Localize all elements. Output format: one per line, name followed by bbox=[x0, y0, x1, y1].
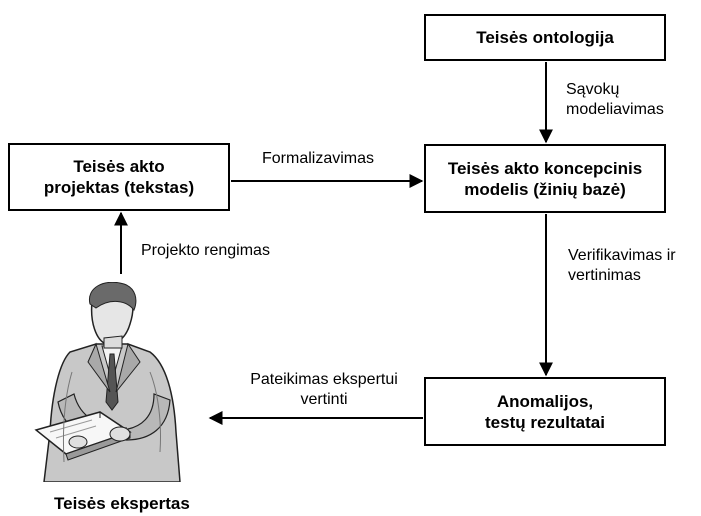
concept-modeling-label: Sąvokų modeliavimas bbox=[566, 80, 664, 120]
concept-modeling-line1: Sąvokų bbox=[566, 81, 620, 98]
submission-line1: Pateikimas ekspertui bbox=[250, 371, 398, 388]
model-box: Teisės akto koncepcinis modelis (žinių b… bbox=[424, 144, 666, 213]
anomalies-label-line2: testų rezultatai bbox=[485, 412, 605, 432]
drafting-label: Projekto rengimas bbox=[141, 242, 270, 259]
concept-modeling-line2: modeliavimas bbox=[566, 101, 664, 118]
legal-expert-reading-icon bbox=[34, 282, 181, 482]
ontology-box: Teisės ontologija bbox=[424, 14, 666, 61]
expert-caption: Teisės ekspertas bbox=[54, 494, 190, 513]
submission-line2: vertinti bbox=[300, 391, 348, 408]
submission-label: Pateikimas ekspertui vertinti bbox=[236, 370, 412, 410]
verification-line1: Verifikavimas ir bbox=[568, 247, 676, 264]
draft-label-line1: Teisės akto bbox=[73, 157, 165, 176]
formalization-label: Formalizavimas bbox=[262, 150, 375, 167]
draft-box: Teisės akto projektas (tekstas) bbox=[8, 143, 230, 211]
anomalies-label-line1: Anomalijos, bbox=[496, 391, 594, 411]
anomalies-box: Anomalijos, testų rezultatai bbox=[424, 377, 666, 446]
ontology-label: Teisės ontologija bbox=[476, 28, 614, 47]
model-label-line2: modelis (žinių bazė) bbox=[464, 179, 626, 199]
draft-label-line2: projektas (tekstas) bbox=[43, 178, 195, 197]
verification-line2: vertinimas bbox=[568, 267, 641, 284]
model-label-line1: Teisės akto koncepcinis bbox=[447, 158, 643, 178]
verification-label: Verifikavimas ir vertinimas bbox=[568, 246, 676, 286]
